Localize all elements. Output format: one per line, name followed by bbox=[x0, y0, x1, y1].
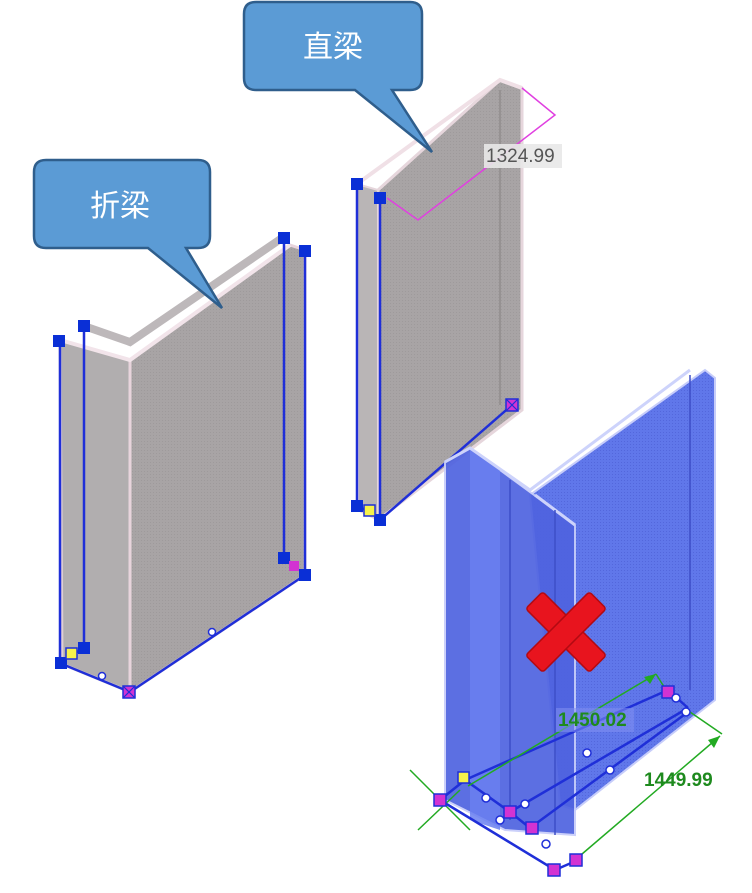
folded-beam-selection bbox=[58, 238, 307, 694]
leg-length-label-2: 1449.99 bbox=[644, 770, 713, 791]
red-x-icon bbox=[526, 592, 606, 672]
straight-beam-length-label: 1324.99 bbox=[486, 146, 555, 167]
straight-beam-handles[interactable] bbox=[351, 178, 386, 526]
folded-beam-midpoint-dot[interactable] bbox=[207, 627, 217, 637]
folded-beam[interactable] bbox=[53, 232, 311, 699]
callout-straight-beam-label: 直梁 bbox=[303, 30, 363, 65]
straight-beam[interactable]: 1324.99 bbox=[351, 77, 562, 526]
folded-beam-snap-marker bbox=[65, 647, 78, 660]
folded-beam-left-face bbox=[58, 338, 132, 695]
callout-folded-beam-label: 折梁 bbox=[90, 189, 150, 224]
leg-length-label-1: 1450.02 bbox=[558, 710, 627, 731]
blue-tee-beam[interactable]: 1450.02 1449.99 bbox=[409, 368, 723, 877]
callout-folded-beam: 折梁 bbox=[32, 158, 224, 309]
folded-beam-main-face bbox=[128, 243, 307, 695]
blue-beam-handles[interactable] bbox=[433, 685, 675, 877]
folded-beam-handles[interactable] bbox=[53, 232, 311, 669]
callout-straight-beam: 直梁 bbox=[242, 0, 434, 153]
straight-beam-side bbox=[355, 182, 379, 522]
